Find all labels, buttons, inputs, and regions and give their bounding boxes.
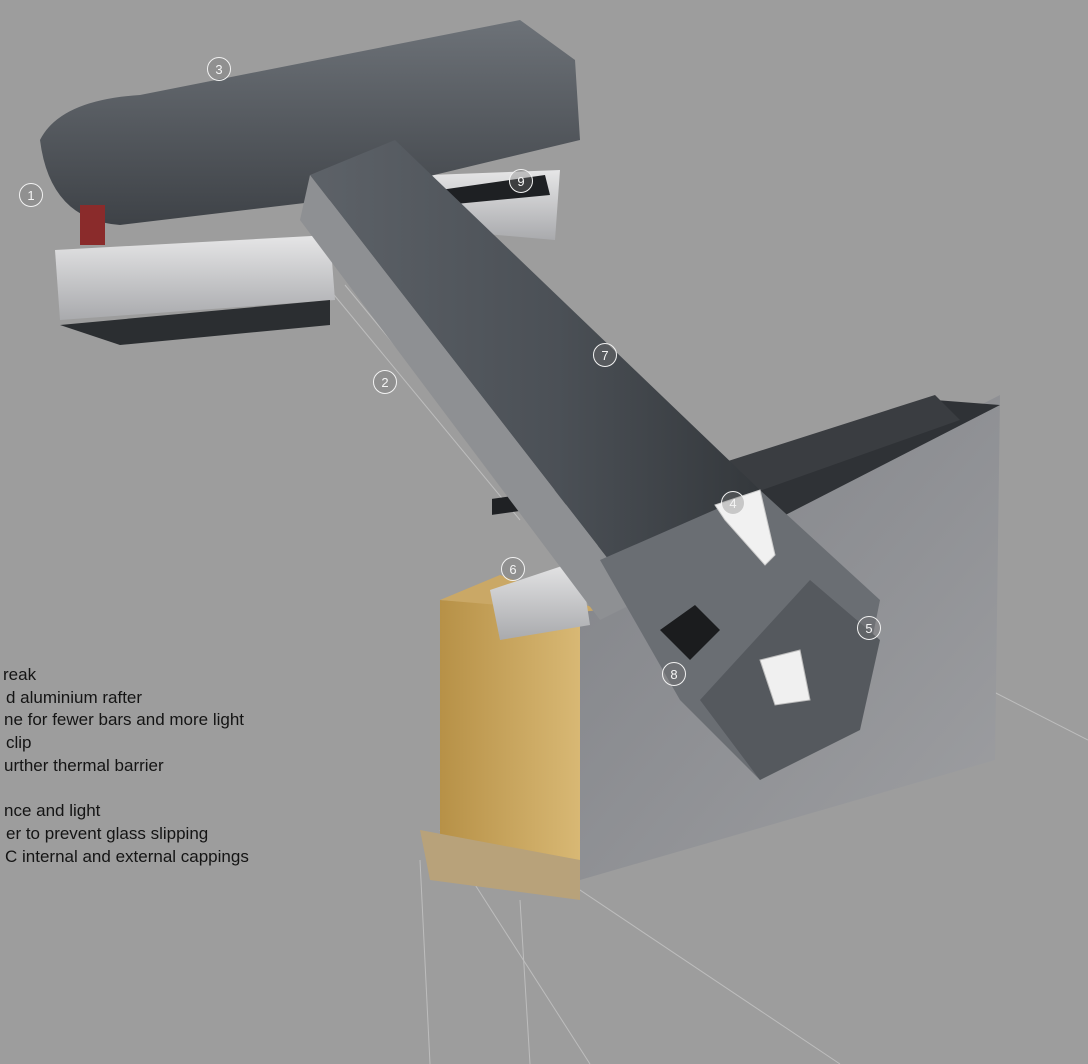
ridge-cap [40,20,580,225]
legend-item: d aluminium rafter [6,687,143,707]
callout-6: 6 [501,557,525,581]
anti-slip-clamp [660,605,720,660]
callout-3: 3 [207,57,231,81]
ridge-beam-lower [55,235,335,320]
legend-item: er to prevent glass slipping [6,823,209,843]
legend-item: reak [3,665,37,684]
callout-1: 1 [19,183,43,207]
legend-item: urther thermal barrier [4,755,164,775]
timber-block [440,600,580,885]
rafter-body [310,140,760,600]
legend-item: nce and light [4,801,101,821]
ridge-thermal-break [80,205,105,245]
eaves-beam-dark [700,395,960,505]
legend-item [0,777,380,800]
eaves-beam [490,560,590,640]
rafter-side [300,175,640,620]
callout-8: 8 [662,662,686,686]
legend-item: C internal and external cappings [5,846,249,866]
ridge-beam-channel [60,300,330,345]
end-bracket [759,649,811,706]
callout-4: 4 [721,491,745,515]
legend-item: ne for fewer bars and more light [4,710,245,730]
feature-legend: reak d aluminium rafter ne for fewer bar… [0,664,380,868]
timber-plinth [420,830,580,900]
callout-2: 2 [373,370,397,394]
legend-item: clip [6,733,32,753]
callout-7: 7 [593,343,617,367]
callout-9: 9 [509,169,533,193]
callout-5: 5 [857,616,881,640]
